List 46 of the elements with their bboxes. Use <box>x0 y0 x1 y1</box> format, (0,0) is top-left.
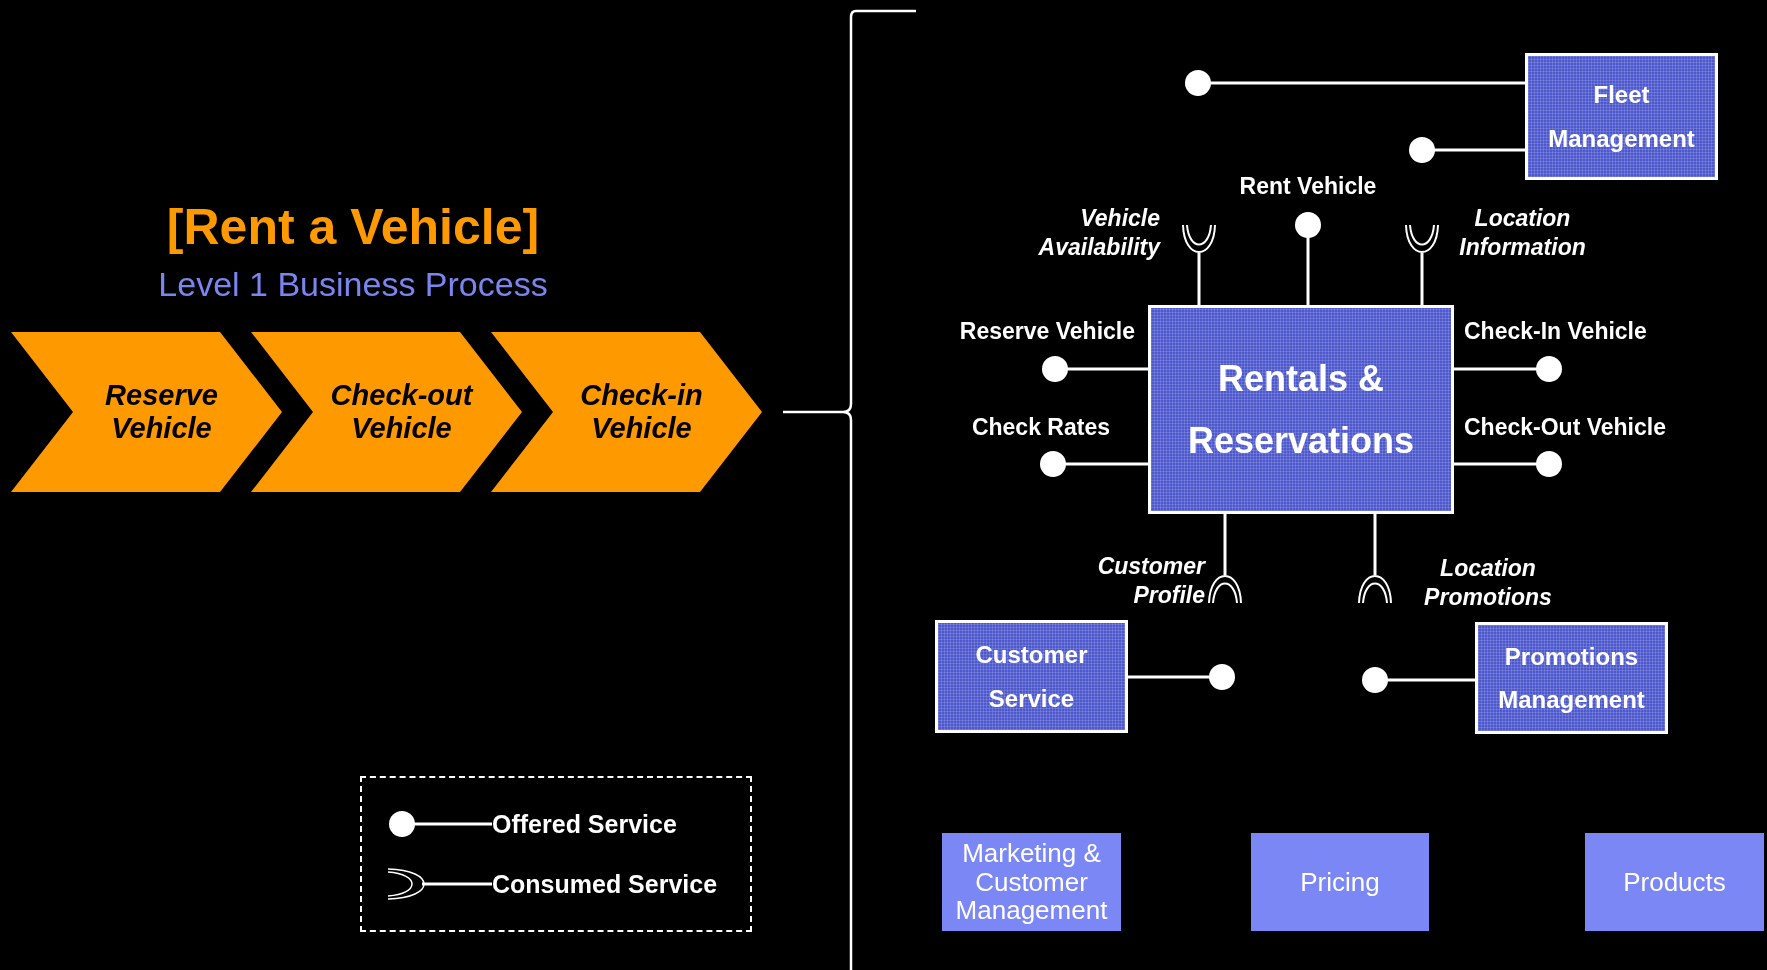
offered-service-connector <box>1128 664 1235 690</box>
offered-service-connector <box>1295 212 1321 305</box>
offered-service-connector <box>1362 667 1475 693</box>
service-label: Vehicle Availability <box>1037 204 1160 263</box>
consumed-service-connector <box>1208 514 1242 604</box>
service-label: Check Rates <box>970 413 1110 442</box>
service-label: Location Information <box>1458 204 1587 263</box>
offered-service-connector <box>1185 70 1525 96</box>
process-step-text: Reserve Vehicle <box>104 378 219 446</box>
service-label: Reserve Vehicle <box>958 317 1135 346</box>
offered-service-connector <box>1042 356 1148 382</box>
domain-name: Products <box>1623 867 1726 897</box>
service-component-box <box>1475 622 1668 734</box>
legend-text: Offered Service <box>492 809 677 839</box>
service-label: Customer Profile <box>1096 552 1205 611</box>
service-label: Rent Vehicle <box>1238 172 1378 201</box>
process-step-shape <box>251 332 522 492</box>
service-label: Location Promotions <box>1423 554 1553 613</box>
domain-box <box>1585 833 1764 931</box>
offered-service-connector <box>1040 451 1148 477</box>
domain-name: Marketing & Customer Management <box>954 839 1109 925</box>
offered-service-connector <box>1454 356 1562 382</box>
process-step-shape <box>11 332 282 492</box>
service-component-box <box>935 620 1128 733</box>
domain-name: Pricing <box>1300 867 1380 897</box>
domain-box <box>942 833 1121 931</box>
consumed-service-connector <box>1182 224 1216 305</box>
process-step-text: Check-in Vehicle <box>579 378 704 446</box>
service-component-box <box>1148 305 1454 514</box>
service-component-box <box>1525 53 1718 180</box>
component-name: Fleet Management <box>1547 80 1696 154</box>
consumed-service-connector <box>1358 514 1392 604</box>
consumed-service-connector <box>1405 224 1439 305</box>
offered-service-connector <box>1454 451 1562 477</box>
service-label: Check-Out Vehicle <box>1464 413 1667 442</box>
component-name: Promotions Management <box>1497 641 1646 715</box>
process-step-text: Check-out Vehicle <box>329 378 475 446</box>
diagram-title: [Rent a Vehicle] <box>165 200 541 255</box>
subtitle: Level 1 Business Process <box>157 266 549 304</box>
component-name: Rentals & Reservations <box>1186 357 1416 463</box>
service-label: Check-In Vehicle <box>1464 317 1648 346</box>
domain-box <box>1251 833 1429 931</box>
process-step-shape <box>491 332 762 492</box>
component-name: Customer Service <box>974 640 1089 714</box>
legend-text: Consumed Service <box>492 869 718 899</box>
offered-service-connector <box>1409 137 1525 163</box>
